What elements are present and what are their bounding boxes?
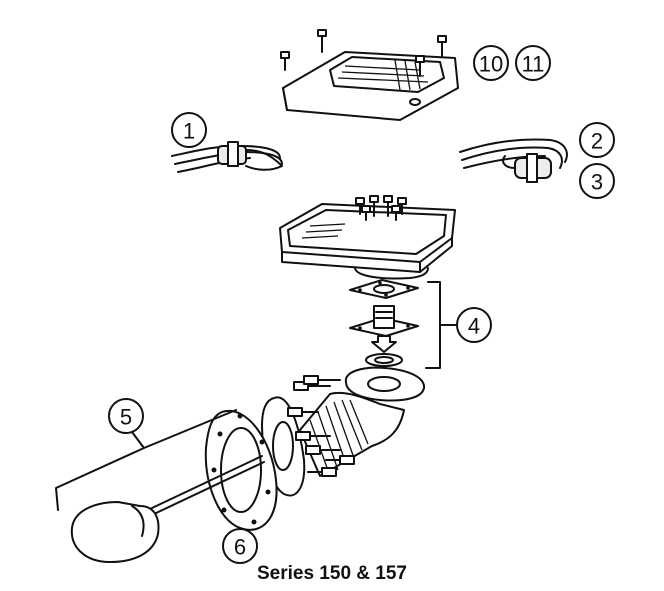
callout-4: 4 bbox=[456, 307, 492, 343]
callout-10-label: 10 bbox=[479, 52, 503, 77]
elbow-assembly bbox=[261, 366, 425, 497]
callout-1: 1 bbox=[171, 112, 207, 148]
flange-bolts bbox=[287, 375, 355, 477]
diagram-caption: Series 150 & 157 bbox=[256, 563, 407, 584]
callout-11-label: 11 bbox=[522, 52, 545, 77]
housing-bolts bbox=[355, 195, 407, 221]
callout-6-label: 6 bbox=[234, 535, 246, 560]
callout-3: 3 bbox=[579, 163, 615, 199]
callout-11: 11 bbox=[515, 45, 551, 81]
gasket-stack bbox=[349, 279, 419, 367]
callout-6: 6 bbox=[222, 528, 258, 564]
housing bbox=[279, 195, 456, 280]
callout-3-label: 3 bbox=[591, 170, 603, 195]
callout-1-label: 1 bbox=[183, 119, 195, 144]
switch-right bbox=[459, 138, 568, 183]
callout-4-label: 4 bbox=[468, 314, 480, 339]
callout-5-label: 5 bbox=[120, 405, 132, 430]
callout-2-label: 2 bbox=[591, 129, 603, 154]
callout-2: 2 bbox=[579, 122, 615, 158]
cover-screws bbox=[280, 29, 447, 77]
flange-gasket bbox=[204, 409, 278, 531]
callout-10: 10 bbox=[473, 45, 509, 81]
top-cover bbox=[282, 51, 459, 121]
float-ball bbox=[70, 455, 265, 563]
bracket-4 bbox=[425, 281, 457, 369]
switch-left bbox=[171, 141, 283, 173]
bracket-5 bbox=[55, 409, 237, 511]
callout-5: 5 bbox=[108, 398, 144, 434]
